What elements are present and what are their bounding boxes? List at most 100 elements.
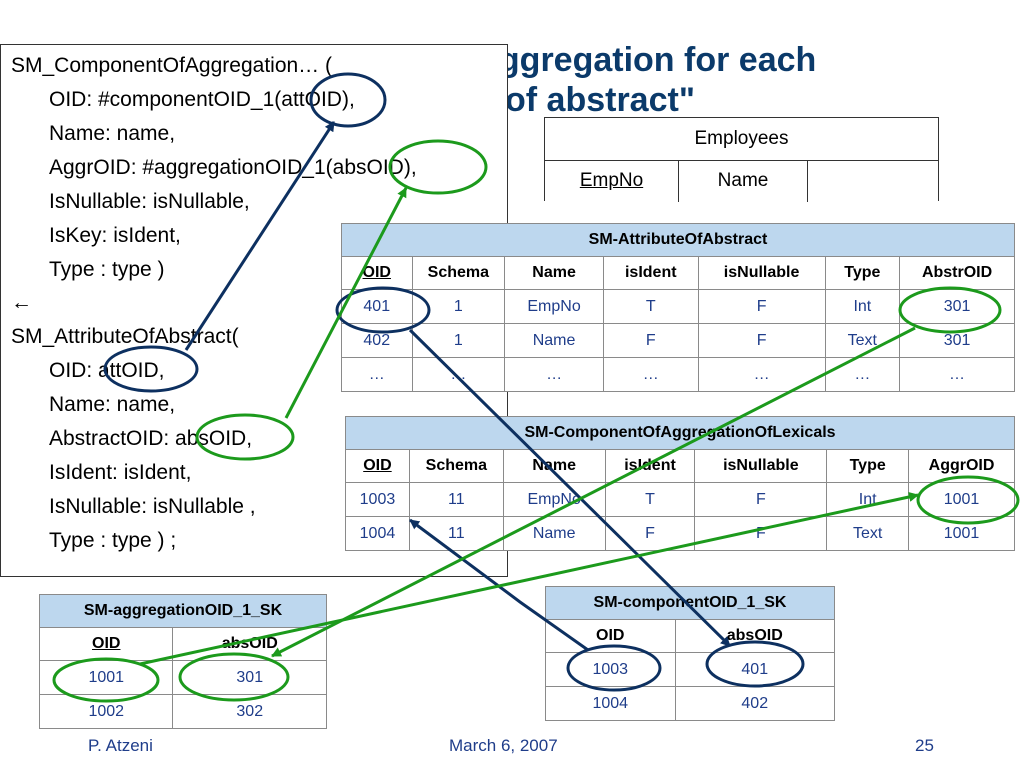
table-cell: 402 xyxy=(341,323,413,358)
table-cell: 1004 xyxy=(545,686,676,721)
rule-line: OID: #componentOID_1(attOID), xyxy=(49,88,355,111)
employees-divider xyxy=(678,161,679,202)
column-header: AggrOID xyxy=(908,449,1015,483)
column-header: isIdent xyxy=(602,256,699,290)
table-cell: EmpNo xyxy=(502,482,606,517)
column-header: isNullable xyxy=(694,449,828,483)
table-caption: SM-AttributeOfAbstract xyxy=(341,223,1015,257)
employees-col-3 xyxy=(808,161,938,201)
table-cell: Text xyxy=(824,323,901,358)
table-cell: 301 xyxy=(899,323,1015,358)
table-cell: 402 xyxy=(674,686,836,721)
table-row: 1004 402 xyxy=(545,686,836,721)
table-cell: F xyxy=(604,516,696,551)
slide-title: aggregation for each of abstract" xyxy=(480,40,1020,120)
table-cell: 401 xyxy=(341,289,413,324)
rule-line: AbstractOID: absOID, xyxy=(49,427,253,450)
table-row: 401 1 EmpNo T F Int 301 xyxy=(341,289,1015,324)
rule-line: IsIdent: isIdent, xyxy=(49,461,192,484)
table-cell: … xyxy=(697,357,826,392)
column-header: absOID xyxy=(172,627,327,661)
table-cell: 1001 xyxy=(38,660,174,695)
column-header: OID xyxy=(341,256,413,290)
column-header: isNullable xyxy=(697,256,826,290)
rule-line: SM_ComponentOfAggregation… ( xyxy=(11,54,332,77)
table-cell: 1001 xyxy=(908,482,1015,517)
table-row: 1003 401 xyxy=(545,652,836,687)
column-header: Type xyxy=(826,449,910,483)
rule-line: Name: name, xyxy=(49,122,176,145)
table-row: 1002 302 xyxy=(38,694,327,729)
employees-col-empno: EmpNo xyxy=(579,170,644,191)
footer-date: March 6, 2007 xyxy=(449,736,558,755)
footer-page-number: 25 xyxy=(915,736,934,755)
table-cell: … xyxy=(411,357,506,392)
column-header: Name xyxy=(504,256,604,290)
table-cell: 1003 xyxy=(345,482,410,517)
table-caption: SM-componentOID_1_SK xyxy=(545,586,835,620)
column-header: OID xyxy=(345,449,410,483)
column-header: AbstrOID xyxy=(899,256,1015,290)
table-cell: T xyxy=(604,482,696,517)
table-cell: 401 xyxy=(674,652,836,687)
employees-divider xyxy=(807,161,808,202)
column-header: OID xyxy=(38,627,174,661)
column-header: Schema xyxy=(408,449,504,483)
rule-line: Type : type ) ; xyxy=(49,529,177,552)
table-cell: 1 xyxy=(411,323,506,358)
rule-line: IsKey: isIdent, xyxy=(49,224,181,247)
table-cell: F xyxy=(602,323,699,358)
table-cell: 11 xyxy=(408,516,504,551)
rule-line: AggrOID: #aggregationOID_1(absOID), xyxy=(49,156,417,179)
column-header: Schema xyxy=(411,256,506,290)
table-cell: Int xyxy=(824,289,901,324)
table-cell: … xyxy=(341,357,413,392)
column-header: isIdent xyxy=(604,449,696,483)
column-header: absOID xyxy=(674,619,836,653)
table-cell: 1002 xyxy=(38,694,174,729)
table-cell: … xyxy=(824,357,901,392)
slide-title-line2: of abstract" xyxy=(505,81,695,119)
footer-author: P. Atzeni xyxy=(88,736,153,755)
table-cell: 302 xyxy=(172,694,327,729)
table-cell: 1 xyxy=(411,289,506,324)
column-header: OID xyxy=(545,619,676,653)
table-cell: … xyxy=(602,357,699,392)
table-cell: F xyxy=(694,516,828,551)
table-cell: 11 xyxy=(408,482,504,517)
rule-line: IsNullable: isNullable, xyxy=(49,190,250,213)
table-cell: 1001 xyxy=(908,516,1015,551)
table-cell: F xyxy=(697,289,826,324)
table-cell: … xyxy=(504,357,604,392)
table-cell: Name xyxy=(502,516,606,551)
table-caption: SM-ComponentOfAggregationOfLexicals xyxy=(345,416,1015,450)
table-cell: 1004 xyxy=(345,516,410,551)
employees-title: Employees xyxy=(545,118,938,161)
column-header: Name xyxy=(502,449,606,483)
table-row: 1003 11 EmpNo T F Int 1001 xyxy=(345,482,1015,517)
rule-arrow-line: ← xyxy=(11,291,32,314)
component-oid-sk-table: SM-componentOID_1_SK OID absOID 1003 401… xyxy=(545,586,836,721)
aggregation-oid-sk-table: SM-aggregationOID_1_SK OID absOID 1001 3… xyxy=(38,594,327,729)
table-cell: T xyxy=(602,289,699,324)
table-caption: SM-aggregationOID_1_SK xyxy=(39,594,327,628)
attribute-of-abstract-table: SM-AttributeOfAbstract OID Schema Name i… xyxy=(341,223,1015,392)
employees-col-name: Name xyxy=(717,170,769,191)
table-cell: … xyxy=(899,357,1015,392)
table-row: 1001 301 xyxy=(38,660,327,695)
rule-line: Name: name, xyxy=(49,393,176,416)
table-cell: 301 xyxy=(899,289,1015,324)
table-cell: 1003 xyxy=(545,652,676,687)
table-cell: 301 xyxy=(172,660,327,695)
table-cell: F xyxy=(694,482,828,517)
table-cell: EmpNo xyxy=(504,289,604,324)
rule-line: SM_AttributeOfAbstract( xyxy=(11,325,239,348)
employees-table: Employees EmpNo Name xyxy=(544,117,939,202)
slide-title-line1: aggregation for each xyxy=(480,41,817,79)
table-row: 1004 11 Name F F Text 1001 xyxy=(345,516,1015,551)
table-row: … … … … … … … xyxy=(341,357,1015,392)
table-cell: Name xyxy=(504,323,604,358)
table-row: 402 1 Name F F Text 301 xyxy=(341,323,1015,358)
rule-line: IsNullable: isNullable , xyxy=(49,495,256,518)
table-cell: F xyxy=(697,323,826,358)
